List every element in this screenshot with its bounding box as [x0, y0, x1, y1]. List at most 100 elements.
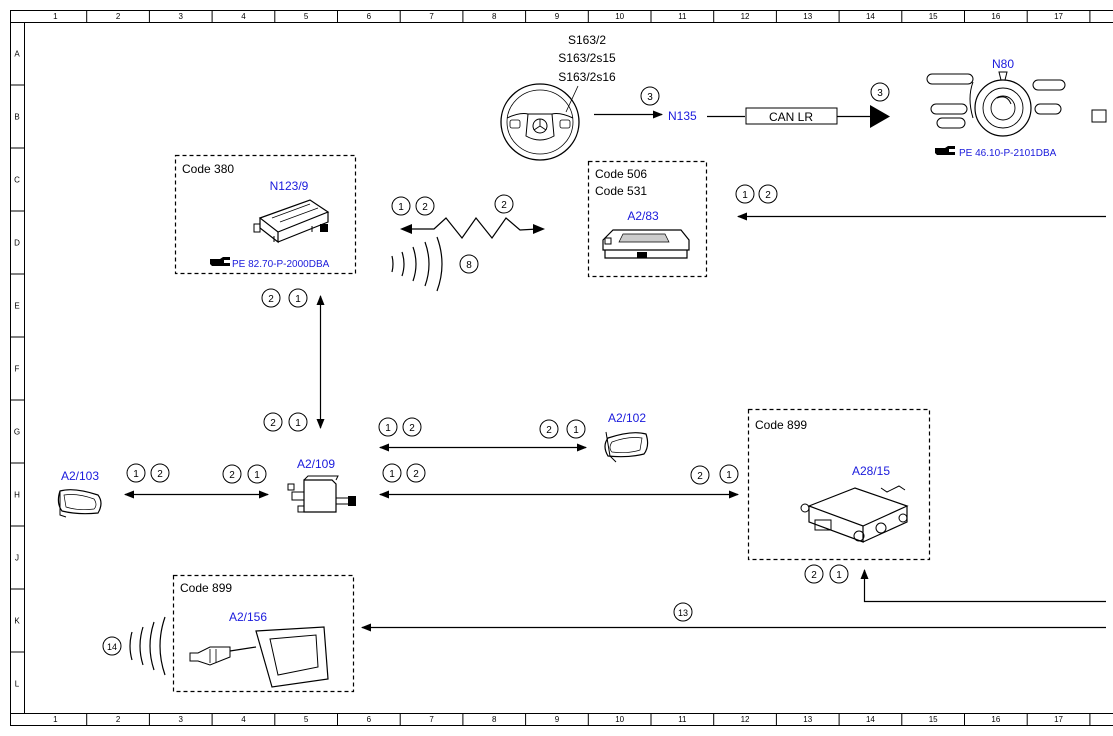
- column-label: 8: [492, 715, 497, 724]
- code-506-label: Code 506: [595, 167, 647, 181]
- switch-label-3: S163/2s16: [558, 70, 616, 84]
- column-label: 8: [492, 12, 497, 21]
- column-ticks: 1122334455667788991010111112121313141415…: [53, 10, 1091, 725]
- column-label: 2: [116, 12, 121, 21]
- marker-number: 3: [877, 88, 883, 99]
- svg-text:1: 1: [398, 202, 404, 213]
- marker-number: 8: [466, 260, 472, 271]
- svg-text:1: 1: [573, 425, 579, 436]
- column-label: 12: [741, 715, 750, 724]
- steering-wheel-icon: [500, 83, 580, 161]
- a2102-label[interactable]: A2/102: [608, 411, 646, 425]
- column-label: 2: [116, 715, 121, 724]
- column-label: 4: [241, 12, 246, 21]
- row-label: K: [14, 617, 20, 626]
- row-label: B: [14, 113, 19, 122]
- svg-text:1: 1: [254, 470, 260, 481]
- antenna-module-icon: [287, 475, 356, 513]
- marker-number: 3: [647, 92, 653, 103]
- reference-hand-icon: [935, 146, 955, 155]
- svg-text:1: 1: [742, 190, 748, 201]
- column-label: 6: [367, 715, 372, 724]
- column-label: 1: [53, 715, 58, 724]
- marker-pair: 1 2: [126, 463, 170, 483]
- marker-pair: 2 1: [263, 412, 308, 432]
- n80-reference[interactable]: PE 46.10-P-2101DBA: [959, 148, 1057, 159]
- reference-hand-icon: [210, 257, 230, 266]
- a2156-label[interactable]: A2/156: [229, 610, 267, 624]
- a2815-label[interactable]: A28/15: [852, 464, 890, 478]
- arrow-to-a2815: [860, 569, 1106, 603]
- code-506-531-box: [587, 160, 708, 278]
- column-label: 17: [1054, 715, 1063, 724]
- telematics-module-icon: [253, 199, 330, 244]
- column-label: 14: [866, 715, 875, 724]
- n135-label[interactable]: N135: [668, 109, 697, 123]
- a2103-label[interactable]: A2/103: [61, 469, 99, 483]
- column-label: 7: [429, 12, 434, 21]
- marker-circle: [673, 602, 693, 622]
- can-arrowhead: [870, 105, 890, 128]
- code-899-label-a2815: Code 899: [755, 418, 807, 432]
- column-label: 17: [1054, 12, 1063, 21]
- column-label: 3: [179, 715, 184, 724]
- n80-connector-stub: [1091, 109, 1107, 123]
- n123-reference[interactable]: PE 82.70-P-2000DBA: [232, 259, 330, 270]
- row-label: F: [15, 365, 20, 374]
- column-label: 5: [304, 715, 309, 724]
- column-label: 16: [991, 12, 1000, 21]
- can-lr-label: CAN LR: [769, 110, 813, 124]
- key-card-icon: [189, 626, 329, 688]
- column-label: 14: [866, 12, 875, 21]
- column-label: 15: [929, 715, 938, 724]
- column-label: 9: [555, 12, 560, 21]
- marker-number: 14: [107, 642, 117, 652]
- marker-pair: 2 1: [690, 464, 739, 485]
- row-label: J: [15, 554, 19, 563]
- a283-label[interactable]: A2/83: [627, 209, 659, 223]
- svg-text:2: 2: [268, 294, 274, 305]
- svg-text:2: 2: [546, 425, 552, 436]
- column-label: 15: [929, 12, 938, 21]
- row-label: D: [14, 239, 20, 248]
- row-label: A: [14, 50, 20, 59]
- column-label: 13: [803, 12, 812, 21]
- marker-circle: [102, 636, 122, 656]
- wireless-arrow-right: [533, 224, 545, 234]
- marker-pair: 1 2: [378, 417, 422, 437]
- mirror-icon: [604, 431, 649, 463]
- row-label: G: [14, 428, 20, 437]
- marker-number: 13: [678, 608, 688, 618]
- column-label: 6: [367, 12, 372, 21]
- code-531-label: Code 531: [595, 184, 647, 198]
- radio-wave-icon: [129, 616, 166, 676]
- wireless-link-line: [410, 216, 539, 240]
- wireless-charging-module-icon: [602, 229, 690, 259]
- code-380-box: [174, 154, 357, 275]
- svg-text:2: 2: [422, 202, 428, 213]
- row-label: H: [14, 491, 20, 500]
- column-label: 11: [678, 715, 687, 724]
- svg-text:1: 1: [295, 418, 301, 429]
- column-label: 10: [615, 12, 624, 21]
- svg-text:2: 2: [409, 423, 415, 434]
- marker-pair: 2 1: [222, 464, 267, 484]
- svg-text:1: 1: [389, 469, 395, 480]
- steering-column-module-icon: [926, 71, 1066, 137]
- marker-circle: [870, 82, 890, 102]
- switch-label-1: S163/2: [568, 33, 606, 47]
- marker-circle: [494, 194, 514, 214]
- wireless-arrow-left: [400, 224, 412, 234]
- svg-text:1: 1: [726, 470, 732, 481]
- marker-pair: 2 1: [261, 288, 308, 308]
- column-label: 10: [615, 715, 624, 724]
- n123-label[interactable]: N123/9: [270, 179, 309, 193]
- n80-label[interactable]: N80: [992, 57, 1014, 71]
- a2109-label[interactable]: A2/109: [297, 457, 335, 471]
- svg-text:1: 1: [295, 294, 301, 305]
- column-label: 5: [304, 12, 309, 21]
- frame-outer: [10, 10, 1113, 726]
- svg-text:1: 1: [836, 570, 842, 581]
